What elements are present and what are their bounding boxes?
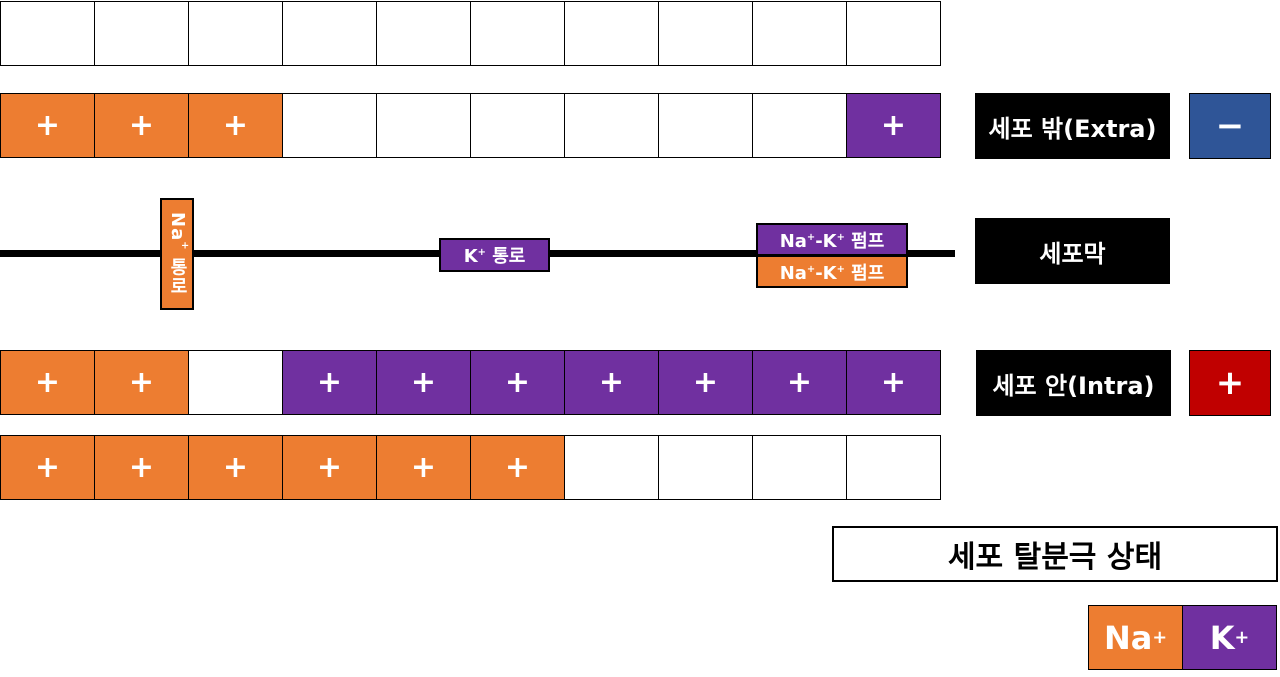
plus-sign: + <box>128 450 155 485</box>
plus-sign: + <box>34 108 61 143</box>
pump-bottom-label: Na+-K+ 펌프 <box>779 262 885 284</box>
plus-sign: + <box>128 365 155 400</box>
ion-cell-empty <box>658 435 753 500</box>
ion-cell-empty <box>658 1 753 66</box>
ion-cell-empty <box>376 93 471 158</box>
ion-cell-k: + <box>564 350 659 415</box>
plus-sign: + <box>34 365 61 400</box>
plus-sign: + <box>410 450 437 485</box>
ion-cell-k: + <box>282 350 377 415</box>
ion-cell-empty <box>846 1 941 66</box>
intra-label: 세포 안(Intra) <box>976 350 1171 416</box>
ion-cell-empty <box>564 93 659 158</box>
plus-sign: + <box>598 365 625 400</box>
ion-cell-k: + <box>846 350 941 415</box>
ion-cell-empty <box>376 1 471 66</box>
ion-cell-na: + <box>0 350 95 415</box>
plus-sign: + <box>504 450 531 485</box>
k-channel: K+ 통로 <box>439 238 550 272</box>
plus-sign: + <box>222 450 249 485</box>
ion-cell-k: + <box>376 350 471 415</box>
ion-cell-na: + <box>188 93 283 158</box>
ion-cell-empty <box>94 1 189 66</box>
ion-cell-empty <box>282 1 377 66</box>
ion-cell-na: + <box>188 435 283 500</box>
ion-cell-na: + <box>94 93 189 158</box>
pump-top: Na+-K+ 펌프 <box>756 223 908 256</box>
plus-sign: + <box>222 108 249 143</box>
plus-sign: + <box>880 365 907 400</box>
ion-cell-empty <box>752 93 847 158</box>
ion-cell-empty <box>564 435 659 500</box>
na-channel: Na+ 통로 <box>160 198 194 310</box>
plus-sign: + <box>128 108 155 143</box>
pump-bottom: Na+-K+ 펌프 <box>756 255 908 288</box>
ion-cell-na: + <box>94 350 189 415</box>
membrane-label: 세포막 <box>975 218 1170 284</box>
ion-cell-empty <box>188 1 283 66</box>
na-channel-label: Na+ 통로 <box>167 212 190 296</box>
ion-cell-na: + <box>470 435 565 500</box>
ion-cell-empty <box>188 350 283 415</box>
ion-legend: Na+ K+ <box>1088 605 1277 670</box>
ion-cell-na: + <box>0 435 95 500</box>
plus-sign: + <box>316 365 343 400</box>
ion-cell-na: + <box>282 435 377 500</box>
intra-row-top: + + + + + + + + + <box>0 350 941 415</box>
extra-row-bottom: + + + + <box>0 93 941 158</box>
legend-k: K+ <box>1182 605 1277 670</box>
k-channel-label: K+ 통로 <box>463 246 526 267</box>
pump-top-label: Na+-K+ 펌프 <box>779 230 885 252</box>
plus-sign: + <box>880 108 907 143</box>
ion-cell-na: + <box>0 93 95 158</box>
negative-charge-sign: − <box>1189 93 1271 159</box>
ion-cell-k: + <box>752 350 847 415</box>
plus-sign: + <box>786 365 813 400</box>
ion-cell-k: + <box>658 350 753 415</box>
plus-sign: + <box>34 450 61 485</box>
ion-cell-na: + <box>376 435 471 500</box>
ion-cell-empty <box>470 93 565 158</box>
plus-sign: + <box>316 450 343 485</box>
ion-cell-empty <box>282 93 377 158</box>
ion-cell-k: + <box>470 350 565 415</box>
plus-sign: + <box>692 365 719 400</box>
legend-na: Na+ <box>1088 605 1183 670</box>
ion-cell-k: + <box>846 93 941 158</box>
positive-charge-sign: + <box>1189 350 1271 416</box>
ion-cell-empty <box>658 93 753 158</box>
ion-cell-empty <box>752 435 847 500</box>
plus-sign: + <box>504 365 531 400</box>
ion-cell-empty <box>846 435 941 500</box>
ion-cell-empty <box>752 1 847 66</box>
ion-cell-na: + <box>94 435 189 500</box>
ion-cell-empty <box>470 1 565 66</box>
ion-cell-empty <box>564 1 659 66</box>
ion-cell-empty <box>0 1 95 66</box>
plus-sign: + <box>410 365 437 400</box>
intra-row-bottom: + + + + + + <box>0 435 941 500</box>
state-title: 세포 탈분극 상태 <box>832 526 1278 582</box>
extra-label: 세포 밖(Extra) <box>975 93 1170 159</box>
extra-row-top <box>0 1 941 66</box>
